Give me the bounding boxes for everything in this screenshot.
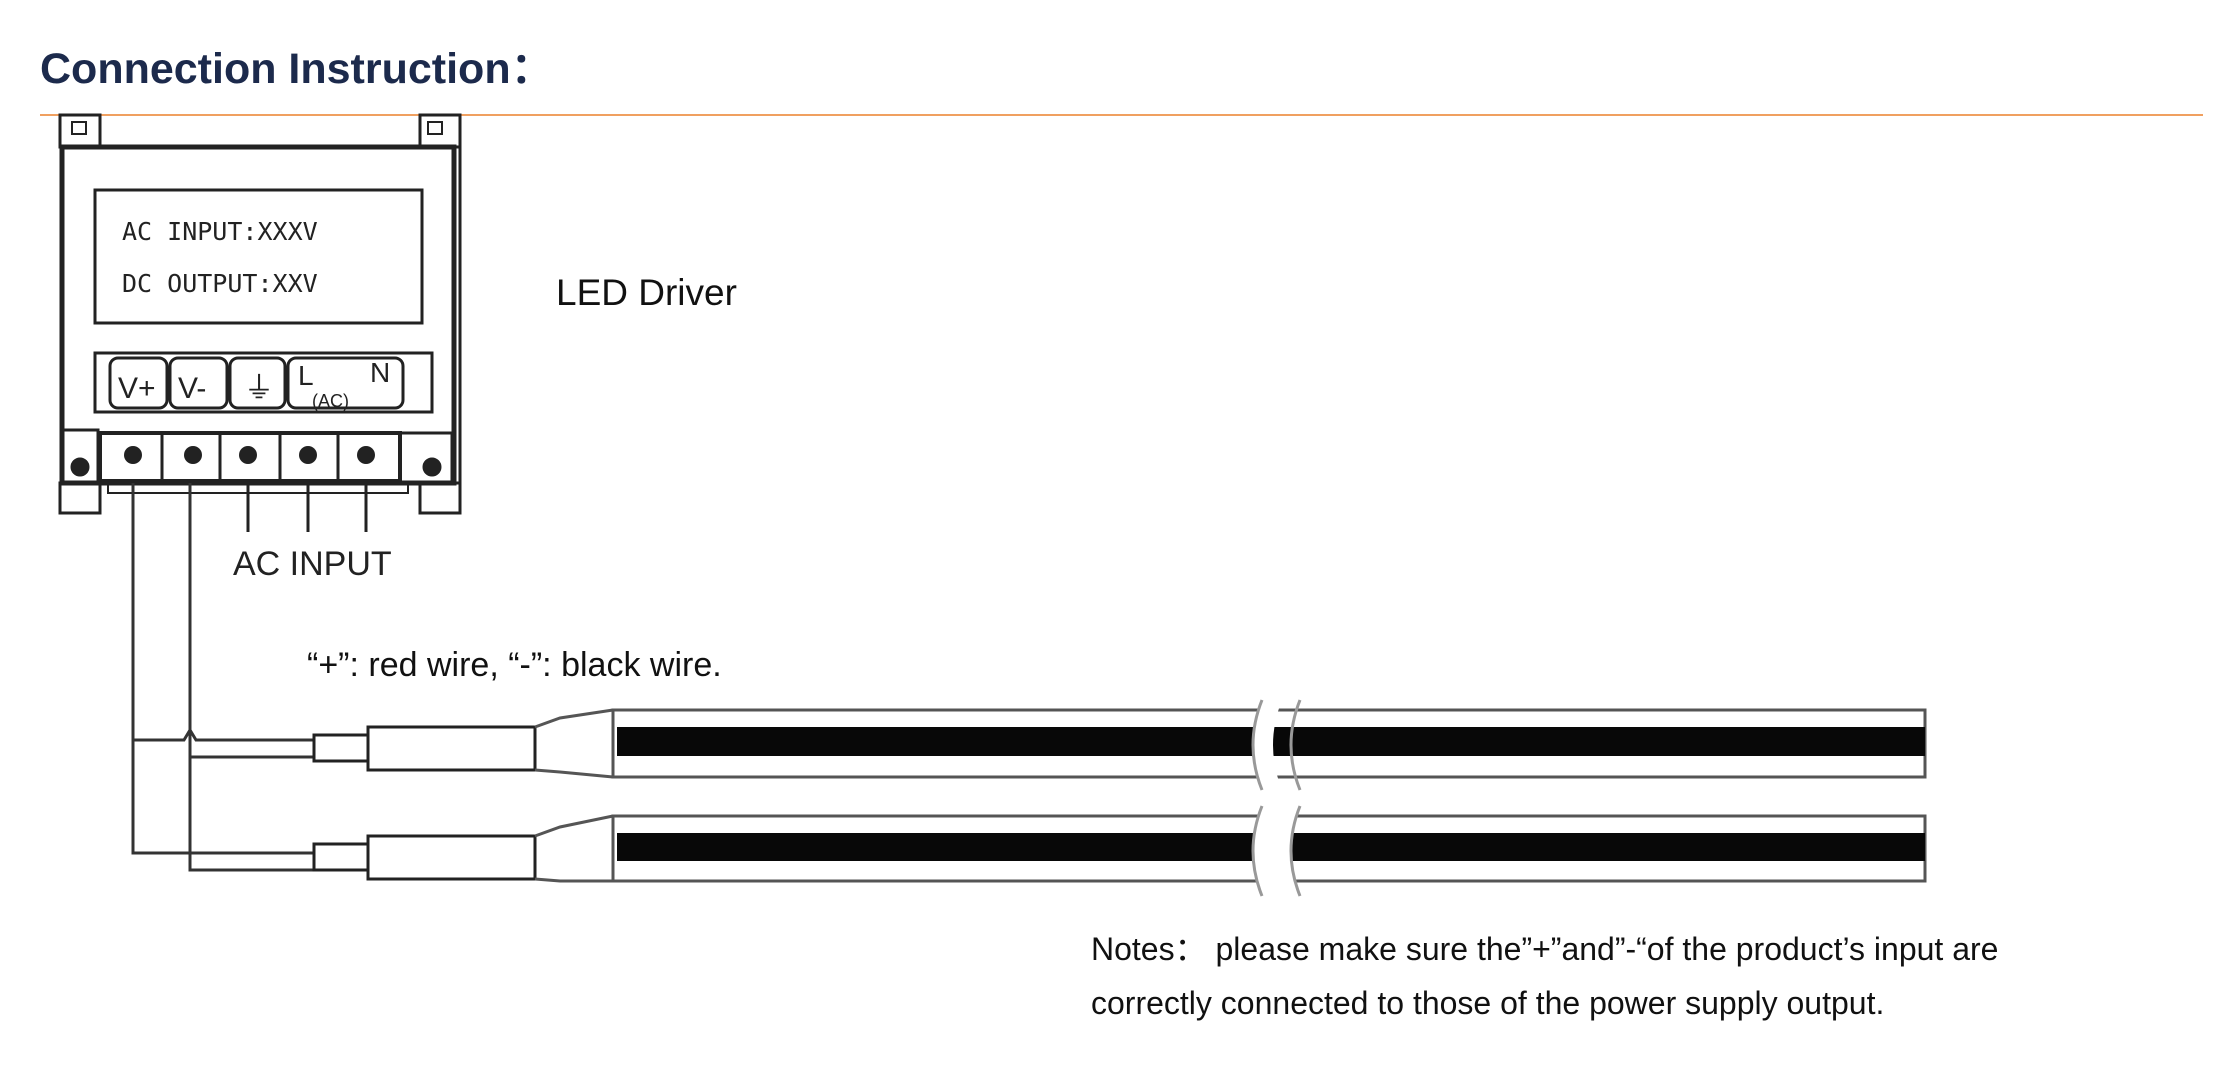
notes-line-2: correctly connected to those of the powe…	[1091, 985, 1885, 1021]
terminal-label-ac: (AC)	[312, 391, 349, 411]
wire-color-note: “+”: red wire, “-”: black wire.	[307, 646, 722, 684]
terminal-screws	[124, 446, 375, 464]
output-wires	[131, 483, 314, 872]
led-driver: AC INPUT:XXXV DC OUTPUT:XXV V+ V- ⏚ L (A…	[58, 113, 462, 583]
terminal-label-n: N	[370, 357, 390, 388]
page-title: Connection Instruction：	[40, 45, 554, 93]
terminal-label-vplus: V+	[118, 372, 156, 405]
mount-tab	[418, 113, 462, 149]
led-strip-2	[312, 805, 1927, 897]
ground-icon: ⏚	[244, 372, 274, 405]
ac-input-label: AC INPUT	[233, 545, 392, 583]
title-divider	[40, 114, 2203, 116]
display-line-1: AC INPUT:XXXV	[122, 217, 318, 246]
led-strip-1	[312, 699, 1927, 791]
display-line-2: DC OUTPUT:XXV	[122, 269, 318, 298]
led-driver-label: LED Driver	[556, 272, 737, 313]
terminal-label-l: L	[298, 360, 314, 391]
terminal-label-vminus: V-	[178, 372, 206, 405]
label-panel	[93, 188, 424, 325]
mount-tab	[58, 113, 102, 149]
notes-line-1: Notes： please make sure the”+”and”-“of t…	[1091, 931, 1999, 967]
